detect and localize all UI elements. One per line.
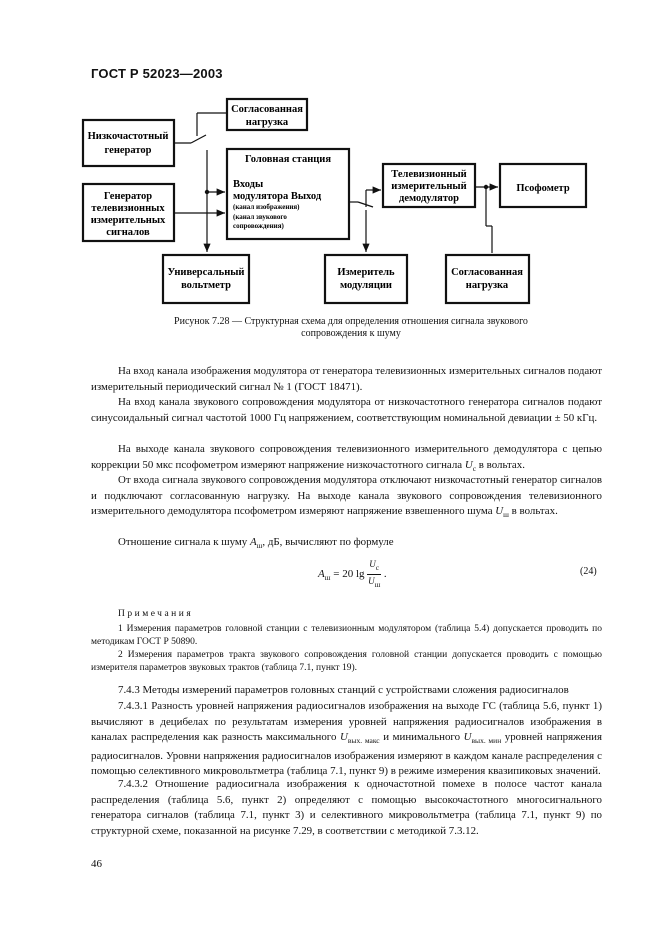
psophometer-label: Псофометр: [516, 183, 569, 194]
formula-denominator: Uш: [367, 575, 381, 591]
p3-var: U: [464, 458, 473, 471]
formula-number: (24): [580, 566, 597, 577]
section-7-4-3: 7.4.3 Методы измерений параметров головн…: [118, 684, 569, 696]
lf-generator-label-1: Низкочастотный: [88, 131, 169, 142]
block-diagram: Согласованная нагрузка Низкочастотный ге…: [81, 97, 588, 305]
caption-line-1: Рисунок 7.28 — Структурная схема для опр…: [174, 316, 528, 327]
s7431-sub2: вых. мин: [471, 736, 502, 746]
note-1: 1 Измерения параметров головной станции …: [91, 624, 602, 647]
tv-gen-label-2: телевизионных: [91, 203, 165, 214]
head-station-title: Головная станция: [245, 154, 331, 165]
p5-sub: ш: [256, 541, 263, 551]
lf-generator-box: [81, 118, 176, 168]
matched-load-bottom-label-2: нагрузка: [466, 280, 509, 291]
modulation-meter-label-2: модуляции: [340, 280, 392, 291]
p4-text-b: в вольтах.: [508, 505, 558, 517]
tv-gen-label-4: сигналов: [106, 227, 150, 238]
formula-lhs: A: [318, 567, 325, 580]
tv-demod-label-3: демодулятор: [399, 193, 459, 204]
head-station-modulator-output: модулятора Выход: [233, 191, 322, 202]
video-channel-label: (канал изображения): [233, 203, 300, 211]
modulation-meter-label-1: Измеритель: [337, 267, 395, 278]
matched-load-top-box: [225, 97, 309, 132]
paragraph-4: От входа сигнала звукового сопровождения…: [91, 473, 602, 523]
document-header: ГОСТ Р 52023—2003: [91, 66, 223, 81]
tv-gen-label-1: Генератор: [104, 191, 152, 202]
formula-num-sub: с: [375, 562, 380, 572]
p5-text-a: Отношение сигнала к шуму: [118, 536, 250, 548]
s7431-var2: U: [463, 731, 472, 743]
matched-load-bottom-box: [444, 253, 531, 305]
section-7-4-3-2: 7.4.3.2 Отношение радиосигнала изображен…: [91, 778, 602, 837]
audio-channel-label-1: (канал звукового: [233, 213, 287, 221]
section-7-4-3-1: 7.4.3.1 Разность уровней напряжения ради…: [91, 699, 602, 780]
voltmeter-label-2: вольтметр: [181, 280, 231, 291]
voltmeter-label-1: Универсальный: [168, 267, 245, 278]
tv-demod-label-2: измерительный: [391, 181, 466, 192]
figure-caption: Рисунок 7.28 — Структурная схема для опр…: [91, 316, 611, 340]
paragraph-1: На вход канала изображения модулятора от…: [91, 365, 602, 393]
head-station-inputs: Входы: [233, 179, 263, 190]
p4-sub: ш: [503, 510, 509, 520]
matched-load-top-label-1: Согласованная: [231, 104, 303, 115]
tv-demod-label-1: Телевизионный: [391, 169, 466, 180]
note-2: 2 Измерения параметров тракта звукового …: [91, 650, 602, 673]
s7431-text-a: 7.4.3.1 Разность уровней напряжения ради…: [91, 700, 602, 743]
s7431-var1: U: [340, 731, 348, 743]
caption-line-2: сопровождения к шуму: [301, 328, 401, 339]
s7431-text-c: уровней напряжения радиосигналов. Уровни…: [91, 731, 602, 778]
formula-numerator: Uс: [367, 558, 382, 575]
p5-var: A: [249, 536, 257, 548]
page-number: 46: [91, 858, 102, 870]
formula-den-var: U: [368, 575, 375, 586]
paragraph-3: На выходе канала звукового сопровождения…: [91, 442, 602, 476]
p3-text-b: в вольтах.: [476, 458, 525, 471]
p3-sub: с: [472, 463, 477, 473]
head-station-box: [225, 147, 351, 241]
modulation-meter-box: [323, 253, 409, 305]
formula-num-var: U: [369, 559, 376, 569]
s7431-text-b: и минимального: [379, 731, 464, 743]
notes-title: Примечания: [118, 609, 194, 619]
formula-den-sub: ш: [374, 579, 381, 589]
psophometer-box: [498, 162, 588, 209]
p3-text-a: На выходе канала звукового сопровождения…: [91, 443, 602, 471]
universal-voltmeter-box: [161, 253, 251, 305]
tv-gen-label-3: измерительных: [91, 215, 166, 226]
matched-load-top-label-2: нагрузка: [246, 117, 289, 128]
paragraph-5: Отношение сигнала к шуму Aш, дБ, вычисля…: [91, 535, 602, 554]
formula-eq: = 20 lg: [330, 567, 368, 580]
formula-tail: .: [381, 567, 387, 580]
audio-channel-label-2: сопровождения): [233, 222, 284, 230]
matched-load-bottom-label-1: Согласованная: [451, 267, 523, 278]
s7431-sub1: вых. макс: [347, 736, 380, 746]
p4-var: U: [495, 505, 504, 517]
formula-lhs-sub: ш: [324, 573, 331, 583]
p5-text-b: , дБ, вычисляют по формуле: [262, 536, 394, 548]
tv-demodulator-box: [381, 162, 477, 209]
p4-text-a: От входа сигнала звукового сопровождения…: [91, 474, 602, 517]
paragraph-2: На вход канала звукового сопровождения м…: [91, 396, 602, 424]
lf-generator-label-2: генератор: [105, 145, 152, 156]
